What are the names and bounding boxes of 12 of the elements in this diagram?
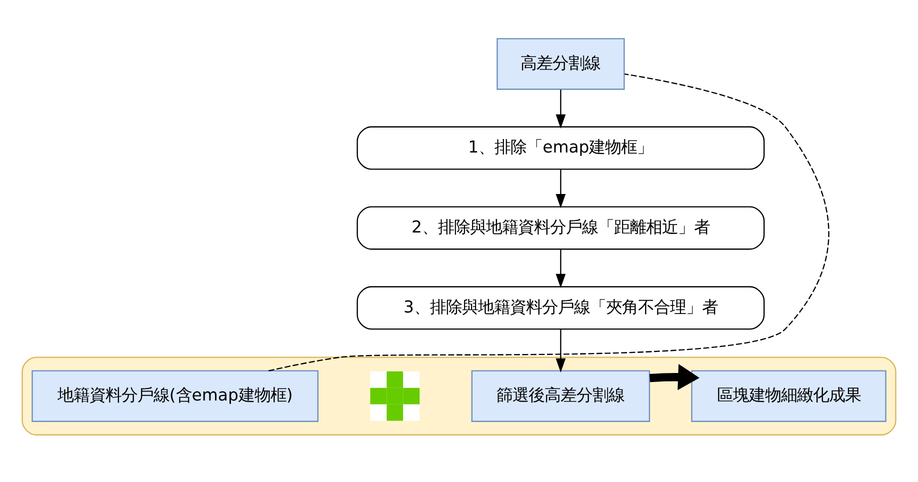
- node-box: 地籍資料分戶線(含emap建物框): [32, 370, 319, 422]
- node-box: 2、排除與地籍資料分戶線「距離相近」者: [356, 206, 765, 250]
- node-box: 篩選後高差分割線: [471, 370, 650, 422]
- arrow: [556, 89, 566, 128]
- node-box: 區塊建物細緻化成果: [691, 370, 886, 422]
- node-box: 高差分割線: [496, 38, 625, 90]
- arrow: [556, 169, 566, 208]
- node-box: 1、排除「emap建物框」: [356, 126, 765, 170]
- arrow: [556, 328, 566, 372]
- node-box: 3、排除與地籍資料分戶線「夾角不合理」者: [356, 286, 765, 330]
- arrow: [556, 249, 566, 288]
- arrow: [650, 363, 700, 390]
